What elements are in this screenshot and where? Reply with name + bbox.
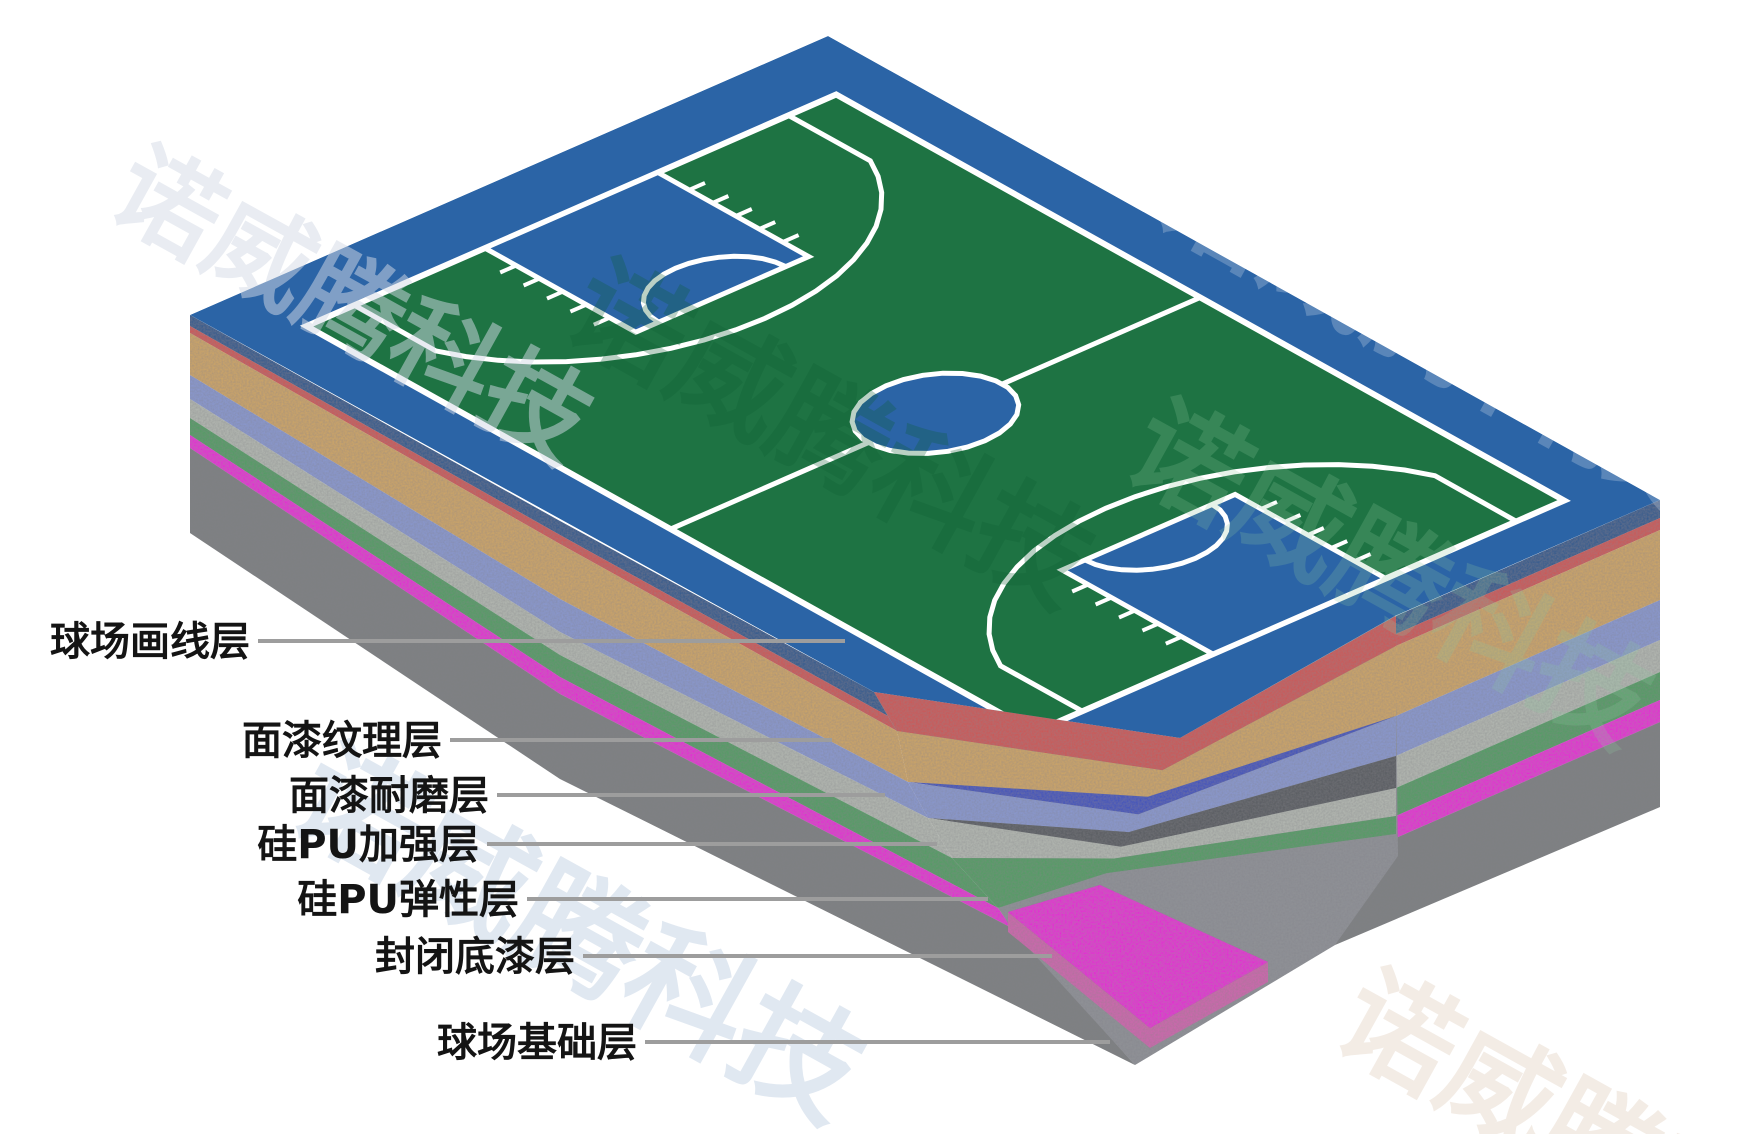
layer-edge-right-tan <box>1396 530 1660 716</box>
layer-primer-top <box>1008 885 1268 1028</box>
label-foundation-layer: 球场基础层 <box>437 1020 637 1066</box>
court-hash-mark <box>688 181 706 192</box>
court-hash-mark <box>711 194 730 205</box>
layer-edge-right-blue <box>1396 500 1660 634</box>
court-hash-mark <box>546 289 564 301</box>
layer-edge-left-green <box>190 418 998 908</box>
court-hash-mark <box>1283 513 1302 524</box>
court-hash-mark <box>1164 634 1183 646</box>
layer-band-light-gray <box>928 788 1396 859</box>
court-hash-mark <box>1141 621 1160 633</box>
layer-stack <box>190 315 1660 1065</box>
layer-band-wear-tan <box>897 646 1396 797</box>
court-hash-mark <box>592 315 611 327</box>
court-hash-mark <box>1353 552 1372 563</box>
layer-edge-left-blue <box>190 315 888 716</box>
court-hash-mark <box>522 276 541 288</box>
layer-edge-right-red <box>1396 518 1660 646</box>
court-hash-mark <box>758 220 776 231</box>
court-hash-mark <box>499 263 517 275</box>
layer-foundation-left-face <box>190 448 1135 1065</box>
label-sealing-primer-layer: 封闭底漆层 <box>375 934 575 980</box>
label-topcoat-wear-layer: 面漆耐磨层 <box>289 773 489 819</box>
court-hash-mark <box>1260 500 1278 511</box>
court-freethrow-arc <box>1084 502 1230 573</box>
layer-edge-left-lightgray <box>190 399 952 858</box>
court-threepoint-line <box>353 113 885 365</box>
layer-band-green <box>952 816 1396 908</box>
court-hash-mark <box>735 207 753 218</box>
court-hash-mark <box>1071 582 1089 594</box>
court-hash-mark <box>569 302 588 314</box>
court-hash-mark <box>1307 526 1325 537</box>
layer-edge-right-lightgray <box>1396 640 1660 788</box>
court-hash-mark <box>1330 539 1348 550</box>
layer-foundation-right-face <box>1335 722 1660 945</box>
label-court-marking-layer: 球场画线层 <box>50 619 250 665</box>
court-center-circle <box>849 370 1022 456</box>
layer-band-periwinkle <box>908 716 1396 833</box>
layer-edge-right-periwinkle <box>1396 600 1660 756</box>
label-pu-elastic-layer: 硅PU弹性层 <box>297 877 519 923</box>
court-surface <box>190 36 1660 738</box>
label-pu-reinforce-layer: 硅PU加强层 <box>257 822 479 868</box>
layer-band-dark-gray <box>928 756 1396 847</box>
layer-edge-left-magenta <box>190 435 1012 928</box>
layer-edge-left-red <box>190 326 897 731</box>
court-hash-mark <box>781 233 800 244</box>
layer-edge-right-magenta <box>1396 700 1660 838</box>
court-hash-mark <box>1094 595 1113 607</box>
label-topcoat-texture-layer: 面漆纹理层 <box>242 718 442 764</box>
layer-edge-right-green <box>1396 672 1660 816</box>
court-key-near <box>479 169 815 335</box>
court-freethrow-arc <box>640 253 787 325</box>
court-hash-mark <box>1118 608 1136 620</box>
court-threepoint-line <box>986 462 1518 714</box>
layer-edge-left-periwinkle <box>190 375 928 818</box>
layer-edge-left-tan <box>190 333 908 782</box>
layer-band-texture-red <box>874 616 1396 771</box>
layer-primer-edge <box>1008 912 1268 1048</box>
watermark-text: 诺威腾科技 <box>1316 947 1759 1134</box>
layer-band-concrete <box>998 834 1396 928</box>
layer-band-royal-blue <box>908 716 1396 815</box>
labels: 球场画线层 面漆纹理层 面漆耐磨层 硅PU加强层 硅PU弹性层 封闭底漆层 球场… <box>50 619 1110 1066</box>
